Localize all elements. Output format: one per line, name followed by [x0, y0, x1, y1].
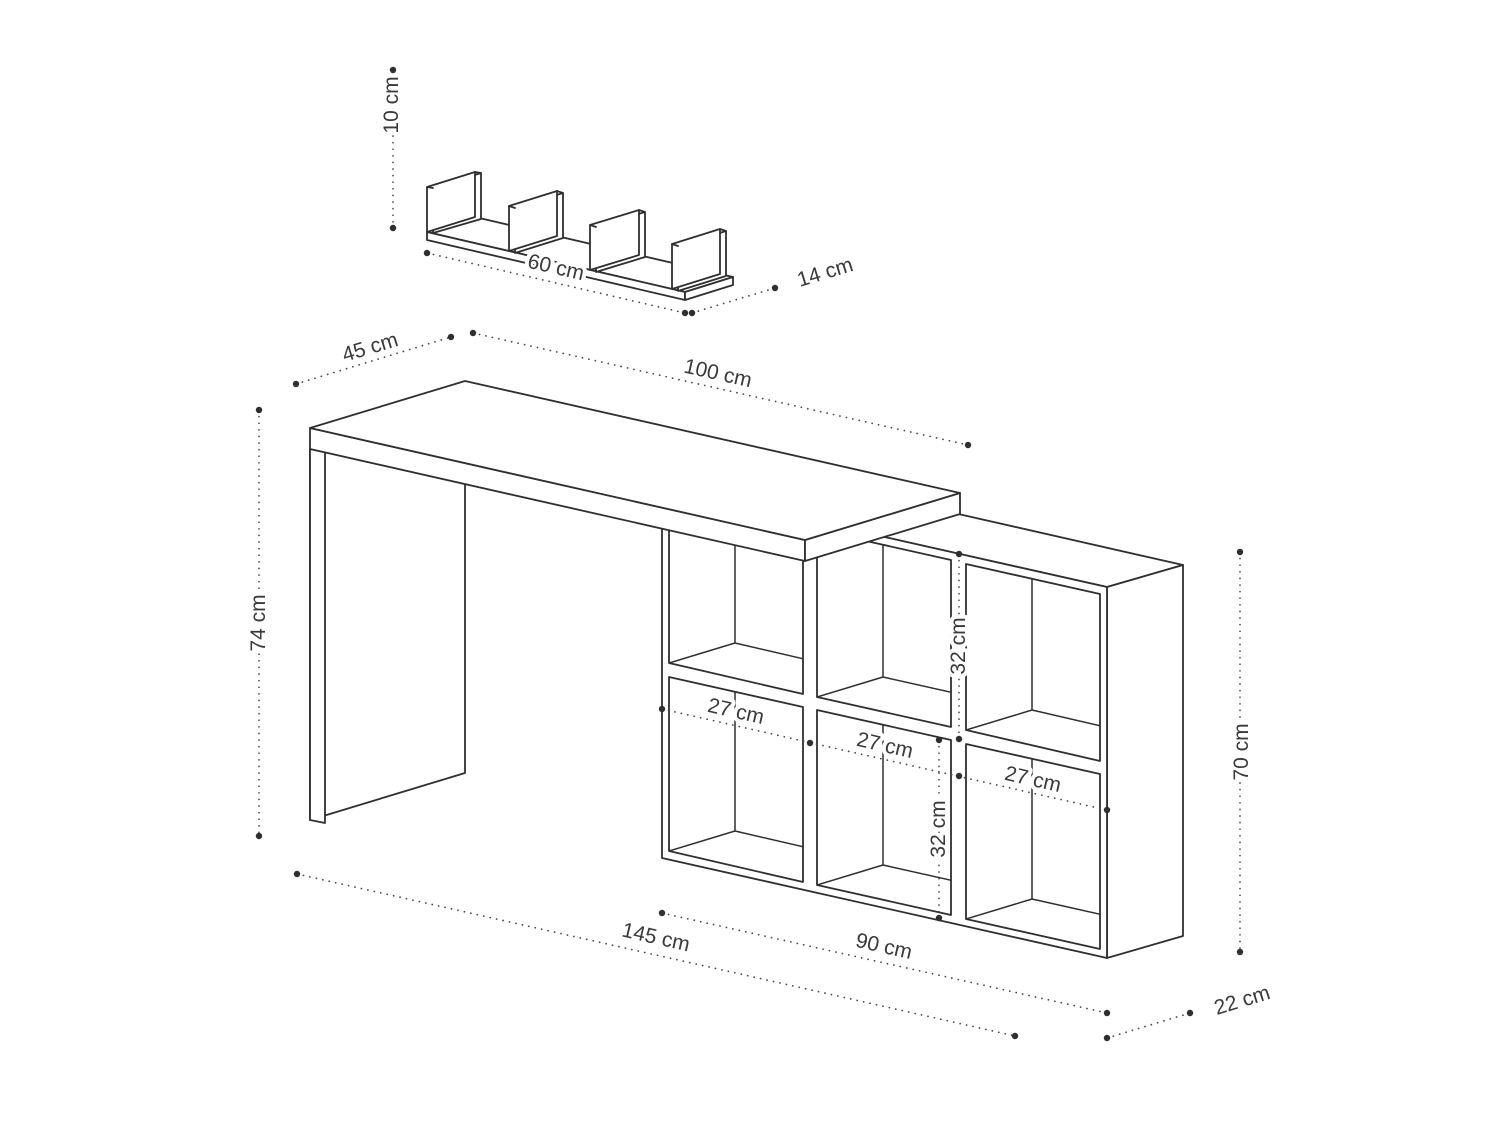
dimension-endpoint-dot: [935, 736, 943, 744]
cubby-interior-edge: [669, 830, 736, 852]
dimension-endpoint-dot: [771, 284, 779, 292]
dimension-endpoint-dot: [293, 870, 301, 878]
dim-label-wall-shelf-depth: 14 cm: [794, 253, 855, 292]
dim-bookcase-height: 70 cm: [1226, 548, 1257, 956]
divider-top-edge: [638, 209, 646, 213]
dim-desk-depth: 45 cm: [292, 324, 455, 388]
dimension-endpoint-dot: [658, 705, 666, 713]
cubby-back-panel: [882, 530, 951, 708]
divider-top-edge: [426, 186, 434, 189]
cubby-back-panel: [1031, 564, 1100, 742]
divider-top-edge: [671, 243, 679, 247]
divider-top-edge: [474, 171, 482, 174]
wall-shelf-base-right-face: [684, 276, 734, 301]
cubby-bottom-3: [965, 743, 1101, 950]
cubby-opening: [668, 676, 804, 883]
cubby-opening: [965, 563, 1101, 762]
dimension-endpoint-dot: [255, 406, 263, 414]
dim-bookcase-depth: 22 cm: [1103, 977, 1277, 1042]
cubby-interior-edge: [817, 864, 884, 886]
dim-label-total-length: 145 cm: [620, 919, 692, 957]
cubby-opening: [965, 743, 1101, 950]
dimension-endpoint-dot: [1236, 948, 1244, 956]
dimension-endpoint-dot: [964, 441, 972, 449]
desk-side-panel-edge-face: [309, 448, 326, 824]
wall-shelf-divider-4: [671, 228, 727, 292]
desk-drawing: [309, 380, 961, 824]
dimension-line: [691, 287, 776, 314]
dimension-line: [1106, 1012, 1191, 1039]
cubby-back-panel: [1031, 744, 1100, 930]
dim-bookcase-cell-height-upper: 32 cm: [943, 550, 974, 743]
cubby-interior-edge: [966, 898, 1033, 920]
divider-top-edge: [556, 190, 564, 194]
cubby-back-panel: [734, 496, 803, 675]
dimension-endpoint-dot: [1236, 548, 1244, 556]
dimension-endpoint-dot: [955, 735, 963, 743]
dim-label-desk-depth: 45 cm: [339, 328, 400, 367]
dimension-endpoint-dot: [389, 224, 397, 232]
cubby-top-2: [816, 529, 952, 728]
dimension-line: [472, 332, 969, 446]
cubby-interior-edge: [817, 676, 884, 698]
dimension-line: [295, 336, 452, 385]
cubby-opening: [816, 529, 952, 728]
cubby-bottom-2: [816, 709, 952, 916]
dimension-endpoint-dot: [423, 249, 431, 257]
dim-bookcase-cell-height-lower: 32 cm: [923, 736, 954, 922]
dim-label-desk-top-length: 100 cm: [682, 355, 754, 393]
dim-label-bookcase-length: 90 cm: [853, 929, 914, 964]
dim-desk-height: 74 cm: [243, 406, 274, 840]
cubby-interior: [817, 710, 951, 915]
cubby-interior: [966, 564, 1100, 761]
cubby-top-3: [965, 563, 1101, 762]
dimension-endpoint-dot: [292, 380, 300, 388]
desktop-top-face: [309, 380, 961, 541]
dimension-endpoint-dot: [681, 309, 689, 317]
dimension-endpoint-dot: [469, 329, 477, 337]
bookcase-right-face: [1106, 564, 1184, 959]
dimension-endpoint-dot: [806, 739, 814, 747]
dim-wall-shelf-height: 10 cm: [376, 66, 407, 232]
dim-label-bookcase-height: 70 cm: [1230, 723, 1253, 780]
cubby-back-panel: [882, 710, 951, 896]
dimension-endpoint-dot: [658, 909, 666, 917]
wall-shelf-divider-3: [589, 209, 646, 273]
cubby-interior-edge: [669, 642, 736, 664]
cubby-bottom-1: [668, 676, 804, 883]
cubby-interior: [669, 677, 803, 882]
cubby-interior-edge: [966, 709, 1033, 731]
dimension-endpoint-dot: [389, 66, 397, 74]
dimension-line: [296, 873, 1016, 1037]
dim-label-desk-height: 74 cm: [247, 594, 270, 651]
dimension-endpoint-dot: [955, 550, 963, 558]
wall-shelf-drawing: [426, 171, 734, 301]
cubby-back-panel: [734, 677, 803, 863]
dimension-endpoint-dot: [1011, 1032, 1019, 1040]
dimension-endpoint-dot: [1103, 1034, 1111, 1042]
cubby-interior: [669, 496, 803, 694]
cubby-interior: [966, 744, 1100, 949]
divider-top-edge: [719, 228, 727, 232]
dimension-endpoint-dot: [447, 333, 455, 341]
divider-top-edge: [508, 205, 516, 209]
dimension-endpoint-dot: [1186, 1009, 1194, 1017]
dim-label-bookcase-depth: 22 cm: [1211, 981, 1272, 1020]
dimension-endpoint-dot: [955, 772, 963, 780]
wall-shelf-divider-1: [426, 171, 482, 234]
dim-label-cell-height-lower: 32 cm: [927, 800, 950, 857]
dim-label-wall-shelf-height: 10 cm: [380, 76, 403, 133]
dimension-endpoint-dot: [935, 914, 943, 922]
dimension-endpoint-dot: [1103, 806, 1111, 814]
divider-top-edge: [589, 224, 597, 228]
cubby-opening: [816, 709, 952, 916]
wall-shelf-divider-2: [508, 190, 564, 254]
dimension-endpoint-dot: [1103, 1009, 1111, 1017]
dim-label-cell-height-upper: 32 cm: [947, 617, 970, 674]
dimension-endpoint-dot: [688, 309, 696, 317]
dimension-line: [426, 252, 686, 314]
dimension-endpoint-dot: [255, 832, 263, 840]
cubby-interior: [817, 530, 951, 727]
